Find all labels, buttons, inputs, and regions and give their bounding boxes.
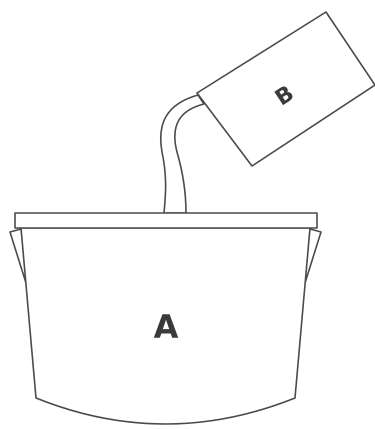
bucket-label: A (154, 308, 179, 346)
container-body (196, 11, 375, 167)
container-b: B (196, 11, 375, 167)
pouring-stream (159, 94, 205, 214)
bucket-a: A (9, 94, 322, 425)
bucket-rim (14, 212, 318, 229)
bucket-body (20, 227, 311, 425)
